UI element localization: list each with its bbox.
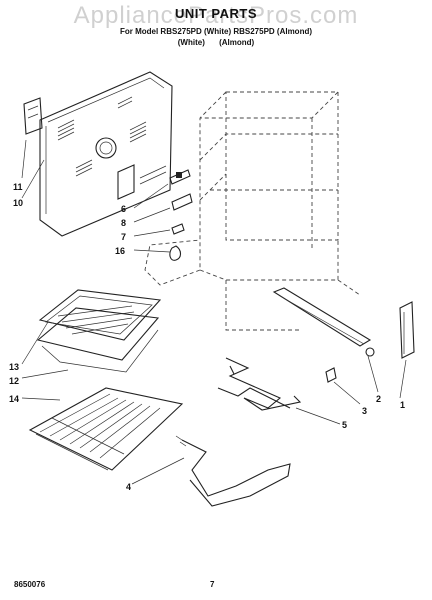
callout-3: 3 bbox=[362, 406, 367, 416]
callout-7: 7 bbox=[121, 232, 126, 242]
vent-slots bbox=[57, 96, 147, 177]
page-number: 7 bbox=[210, 580, 215, 589]
callout-12: 12 bbox=[9, 376, 19, 386]
page-title: UNIT PARTS bbox=[174, 6, 258, 21]
callout-8: 8 bbox=[121, 218, 126, 228]
callout-4: 4 bbox=[126, 482, 131, 492]
small-parts bbox=[169, 169, 193, 261]
callout-5: 5 bbox=[342, 420, 347, 430]
callout-2: 2 bbox=[376, 394, 381, 404]
document-number: 8650076 bbox=[14, 580, 46, 589]
watermark: AppliancePartsPros.com bbox=[73, 2, 359, 29]
model-subtitle: For Model RBS275PD (White) RBS275PD (Alm… bbox=[119, 27, 312, 36]
callout-6: 6 bbox=[121, 204, 126, 214]
callout-14: 14 bbox=[9, 394, 19, 404]
variant-almond: (Almond) bbox=[219, 38, 255, 47]
bake-element bbox=[175, 435, 291, 507]
callout-13: 13 bbox=[9, 362, 19, 372]
side-trim-assembly bbox=[272, 287, 415, 383]
leader-lines bbox=[21, 139, 407, 485]
bracket-part bbox=[23, 97, 43, 135]
oven-cavity-outline bbox=[144, 91, 361, 331]
back-panel bbox=[39, 71, 173, 237]
oven-rack bbox=[28, 387, 184, 471]
broil-element bbox=[217, 357, 302, 411]
variant-white: (White) bbox=[177, 38, 205, 47]
callout-11: 11 bbox=[13, 182, 23, 192]
broiler-pan bbox=[36, 289, 162, 373]
callout-16: 16 bbox=[115, 246, 125, 256]
color-variants: (White) (Almond) bbox=[0, 38, 432, 47]
callout-10: 10 bbox=[13, 198, 23, 208]
callout-1: 1 bbox=[400, 400, 405, 410]
callout-labels: 11 10 6 8 7 16 13 12 14 2 1 3 5 4 bbox=[9, 182, 405, 492]
